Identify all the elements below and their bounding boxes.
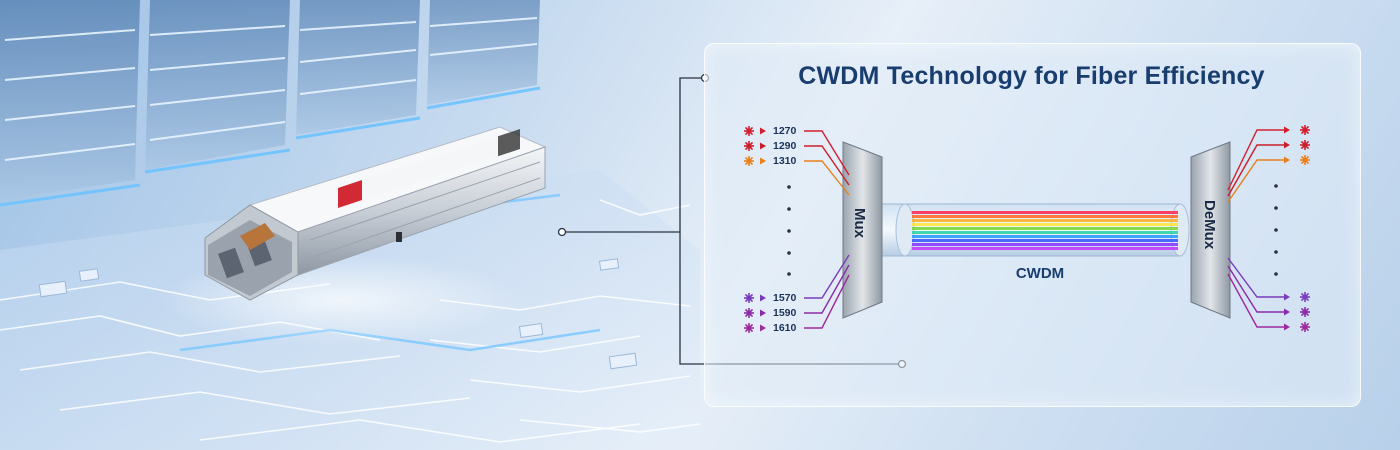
arrow-icon bbox=[760, 142, 766, 150]
light-detector-icon bbox=[1300, 307, 1310, 317]
fiber-tube-end-left bbox=[895, 203, 915, 257]
arrow-icon bbox=[1284, 141, 1290, 149]
light-detector-icon bbox=[1300, 140, 1310, 150]
arrow-icon bbox=[1284, 126, 1290, 134]
circuit-board bbox=[0, 170, 701, 450]
fiber-strand bbox=[912, 219, 1178, 222]
input-ray bbox=[804, 254, 850, 299]
input-ray bbox=[804, 274, 850, 329]
sfp-module bbox=[204, 126, 547, 301]
demux-label: DeMux bbox=[1201, 200, 1218, 250]
fiber-label: CWDM bbox=[1015, 265, 1065, 282]
output-ray bbox=[1227, 265, 1284, 313]
arrow-icon bbox=[1284, 293, 1290, 301]
fiber-strand bbox=[912, 235, 1178, 238]
input-ray bbox=[804, 130, 850, 176]
light-detector-icon bbox=[1300, 155, 1310, 165]
fiber-strand bbox=[912, 239, 1178, 242]
continuation-dots-left bbox=[787, 185, 791, 276]
server-racks bbox=[0, 0, 541, 207]
continuation-dots-right bbox=[1274, 184, 1278, 276]
fiber-strand bbox=[912, 215, 1178, 218]
arrow-icon bbox=[760, 324, 766, 332]
fiber-strand bbox=[912, 211, 1178, 214]
light-source-icon bbox=[744, 293, 754, 303]
wavelength-label-1610: 1610 bbox=[773, 322, 797, 334]
output-rays bbox=[1227, 125, 1310, 332]
mux-label: Mux bbox=[851, 208, 868, 238]
mux-prism bbox=[842, 141, 883, 319]
demux-prism bbox=[1190, 141, 1231, 319]
wavelength-label-1270: 1270 bbox=[773, 125, 797, 137]
arrow-icon bbox=[760, 309, 766, 317]
wavelength-label-1570: 1570 bbox=[773, 292, 797, 304]
input-ray bbox=[804, 160, 850, 196]
diagram-title: CWDM Technology for Fiber Efficiency bbox=[798, 62, 1265, 90]
wavelength-label-1310: 1310 bbox=[773, 155, 797, 167]
arrow-icon bbox=[1284, 323, 1290, 331]
arrow-icon bbox=[1284, 156, 1290, 164]
light-source-icon bbox=[744, 156, 754, 166]
arrow-icon bbox=[760, 294, 766, 302]
fiber-strand bbox=[912, 243, 1178, 246]
fiber-strand bbox=[912, 223, 1178, 226]
output-ray bbox=[1227, 159, 1284, 203]
input-ray bbox=[804, 145, 850, 186]
input-rays bbox=[744, 126, 850, 333]
output-ray bbox=[1227, 129, 1284, 191]
light-detector-icon bbox=[1300, 292, 1310, 302]
wavelength-label-1590: 1590 bbox=[773, 307, 797, 319]
fiber-strand bbox=[912, 247, 1178, 250]
light-source-icon bbox=[744, 126, 754, 136]
wavelength-label-1290: 1290 bbox=[773, 140, 797, 152]
arrow-icon bbox=[760, 157, 766, 165]
fiber-strands bbox=[912, 211, 1178, 250]
output-ray bbox=[1227, 257, 1284, 298]
fiber-strand bbox=[912, 227, 1178, 230]
output-ray bbox=[1227, 144, 1284, 197]
light-detector-icon bbox=[1300, 125, 1310, 135]
light-source-icon bbox=[744, 141, 754, 151]
light-source-icon bbox=[744, 323, 754, 333]
arrow-icon bbox=[760, 127, 766, 135]
light-detector-icon bbox=[1300, 322, 1310, 332]
light-source-icon bbox=[744, 308, 754, 318]
arrow-icon bbox=[1284, 308, 1290, 316]
input-ray bbox=[804, 264, 850, 314]
fiber-strand bbox=[912, 231, 1178, 234]
output-ray bbox=[1227, 273, 1284, 328]
